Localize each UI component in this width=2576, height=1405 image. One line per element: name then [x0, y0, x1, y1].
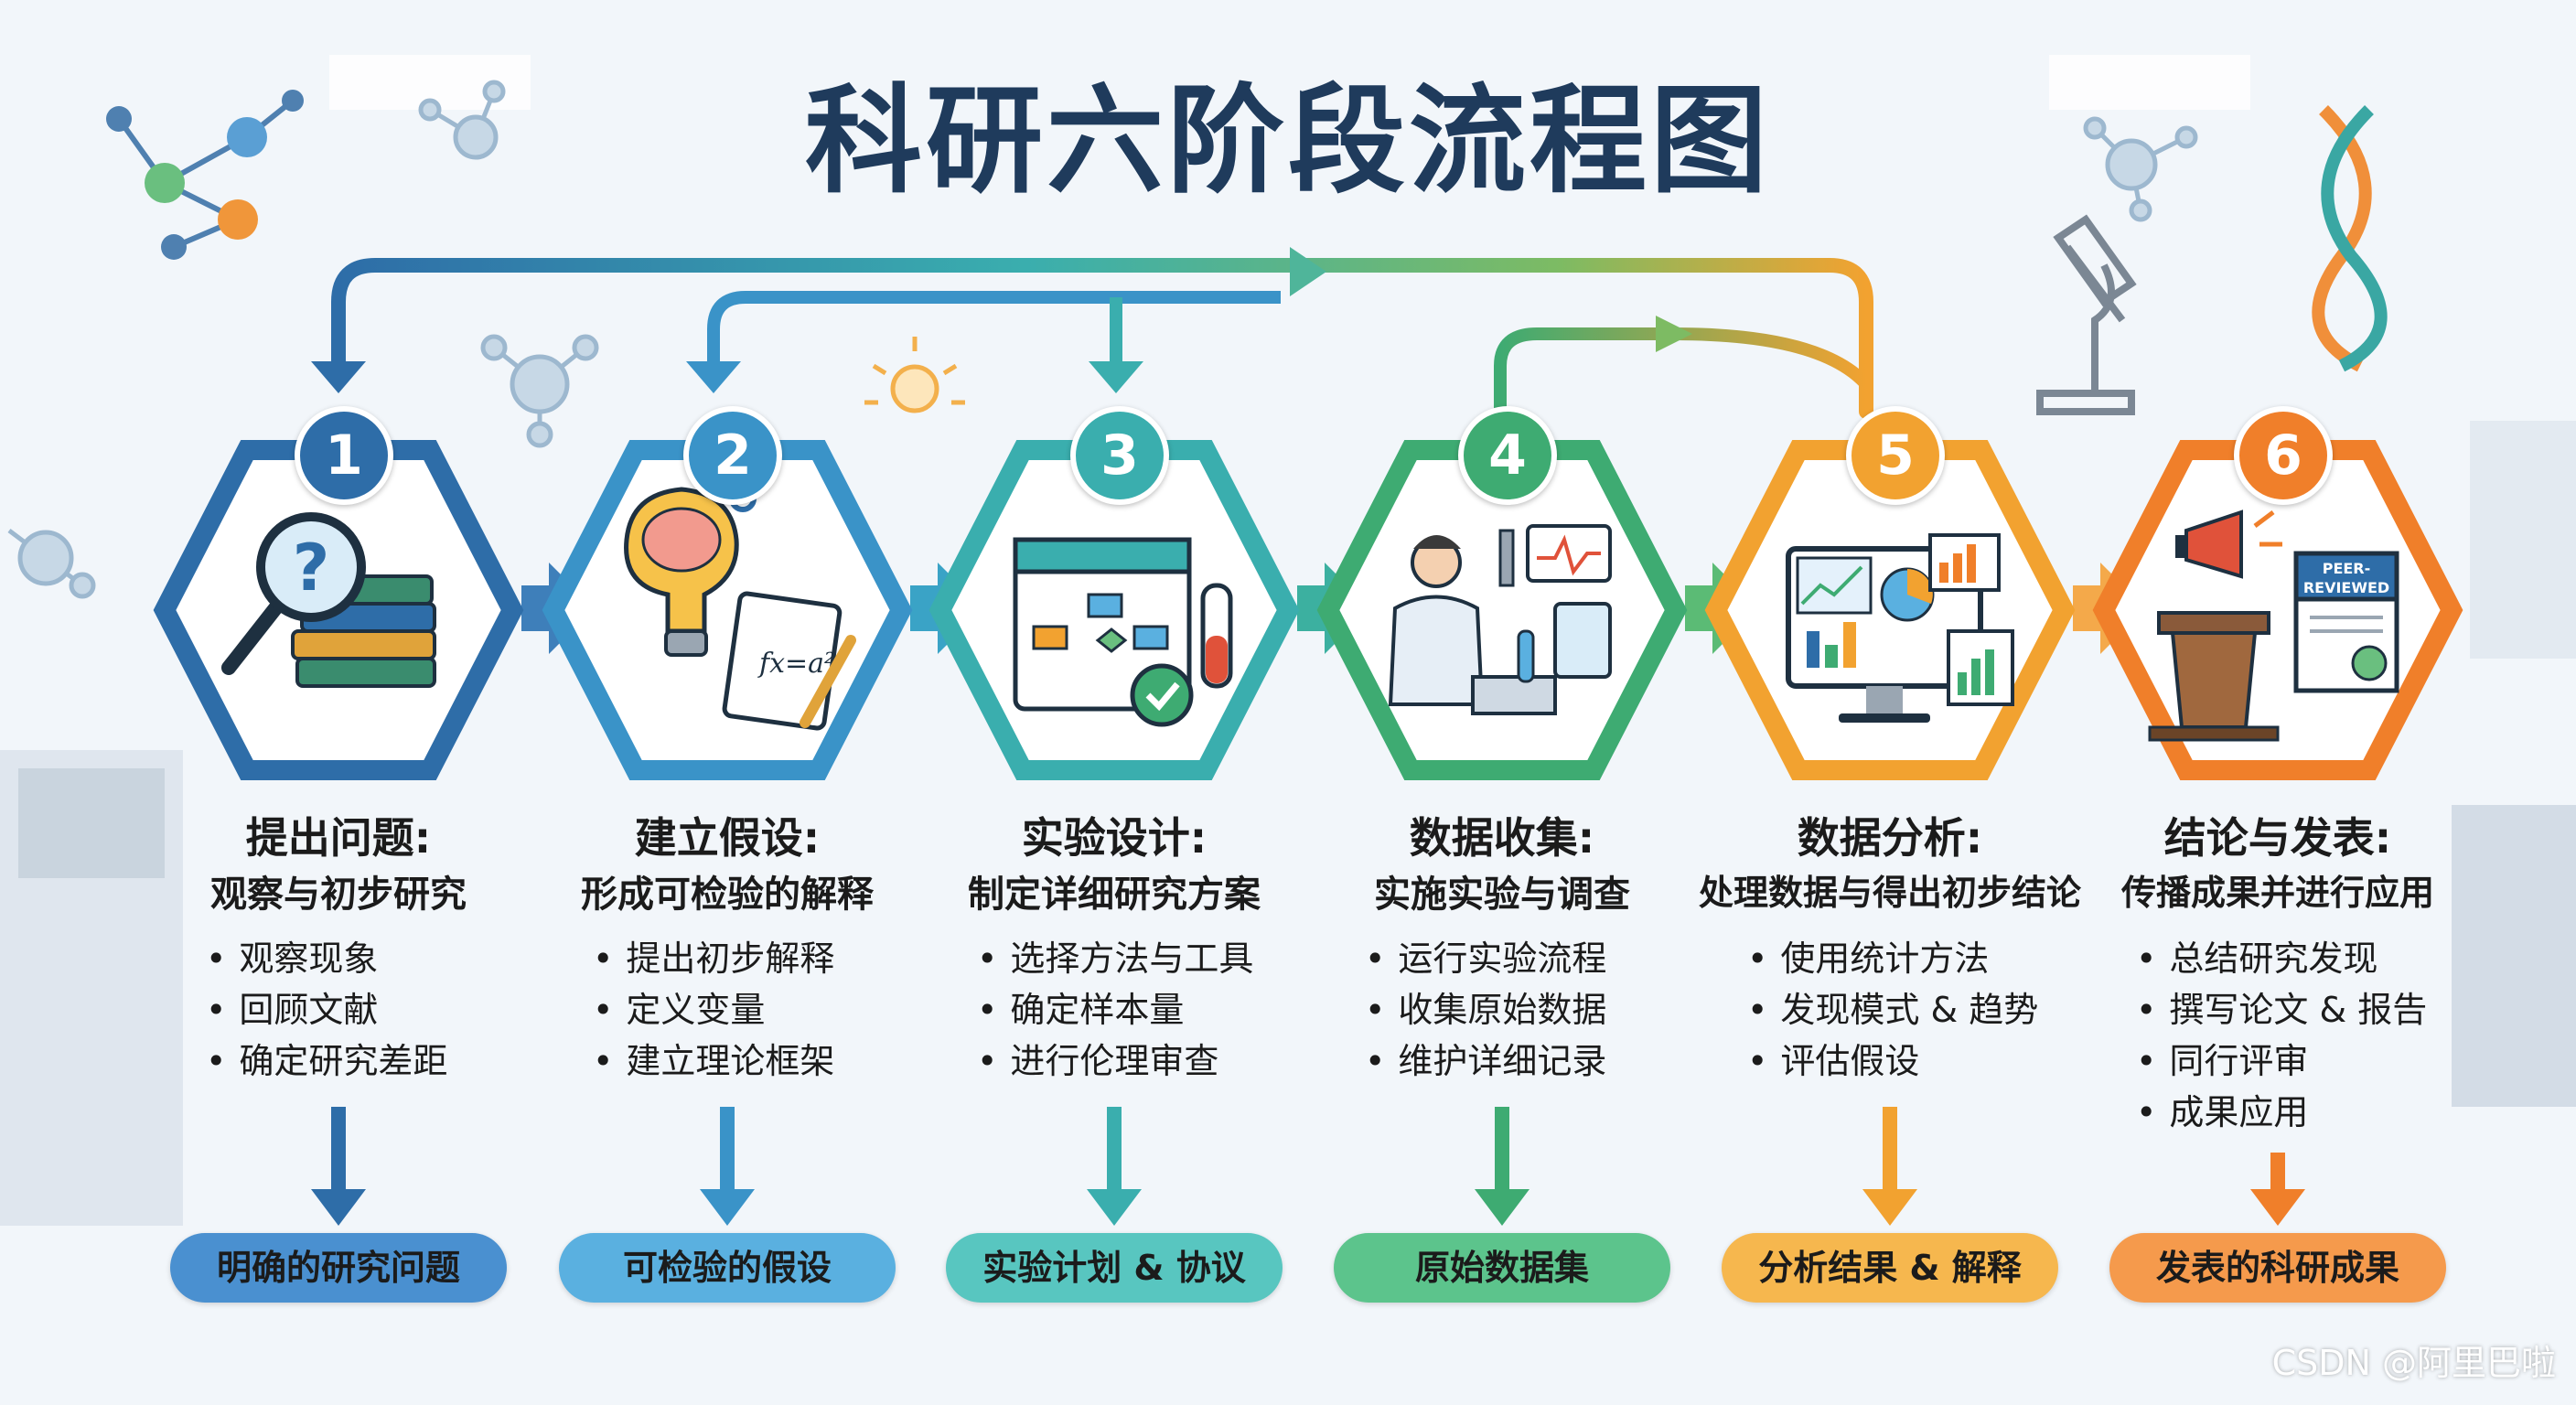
- stage-title-4: 数据收集:: [1409, 813, 1595, 863]
- feedback-loop-short: [1494, 327, 1872, 412]
- bullet-item: 评估假设: [1747, 1035, 2038, 1087]
- stage-title-6: 结论与发表:: [2163, 813, 2392, 863]
- podium-megaphone-icon: PEER- REVIEWED: [2148, 509, 2399, 742]
- loop-short-arrowhead: [1656, 316, 1692, 352]
- stage-title-2: 建立假设:: [634, 813, 821, 863]
- outcome-pill-2: 可检验的假设: [559, 1233, 896, 1303]
- stage-badge-1: 1: [295, 406, 393, 505]
- stage-bullets-6: 总结研究发现 撰写论文 & 报告 同行评审 成果应用: [2136, 933, 2427, 1138]
- monitor-charts-icon: [1786, 533, 2014, 723]
- stage-subtitle-2: 形成可检验的解释: [581, 874, 874, 916]
- stage-title-5: 数据分析:: [1797, 813, 1983, 863]
- microscope-icon: [2036, 214, 2137, 415]
- stage-badge-2: 2: [683, 406, 782, 505]
- bullet-item: 收集原始数据: [1365, 984, 1606, 1035]
- stage-subtitle-4: 实施实验与调查: [1374, 874, 1630, 916]
- paper-label-line-2: REVIEWED: [2303, 579, 2389, 596]
- svg-text:fx=a²: fx=a²: [757, 648, 835, 680]
- bullet-item: 确定样本量: [977, 984, 1253, 1035]
- paper-label-line-1: PEER-: [2323, 560, 2371, 577]
- stage-bullets-4: 运行实验流程 收集原始数据 维护详细记录: [1365, 933, 1606, 1087]
- outcome-pill-5: 分析结果 & 解释: [1722, 1233, 2058, 1303]
- bullet-item: 维护详细记录: [1365, 1035, 1606, 1087]
- outcome-pill-6: 发表的科研成果: [2109, 1233, 2446, 1303]
- bullet-item: 确定研究差距: [206, 1035, 447, 1087]
- stage-badge-6: 6: [2234, 406, 2333, 505]
- bullet-item: 使用统计方法: [1747, 933, 2038, 984]
- outcome-pill-4: 原始数据集: [1334, 1233, 1670, 1303]
- svg-text:?: ?: [293, 531, 330, 606]
- bullet-item: 提出初步解释: [593, 933, 834, 984]
- stage-subtitle-5: 处理数据与得出初步结论: [1698, 873, 2081, 913]
- bullet-item: 回顾文献: [206, 984, 447, 1035]
- bullet-item: 发现模式 & 趋势: [1747, 984, 2038, 1035]
- stage-bullets-2: 提出初步解释 定义变量 建立理论框架: [593, 933, 834, 1087]
- loop-arrowhead-3: [1089, 361, 1143, 393]
- stage-bullets-5: 使用统计方法 发现模式 & 趋势 评估假设: [1747, 933, 2038, 1087]
- stage-badge-4: 4: [1458, 406, 1557, 505]
- stage-badge-3: 3: [1070, 406, 1169, 505]
- bullet-item: 建立理论框架: [593, 1035, 834, 1087]
- loop-arrowhead-2: [686, 361, 741, 393]
- stage-title-3: 实验设计:: [1021, 813, 1208, 863]
- stage-subtitle-6: 传播成果并进行应用: [2120, 873, 2434, 913]
- loop-arrowhead-top: [1290, 247, 1326, 296]
- bullet-item: 撰写论文 & 报告: [2136, 984, 2427, 1035]
- bullet-item: 成果应用: [2136, 1087, 2427, 1138]
- outcome-pill-3: 实验计划 & 协议: [946, 1233, 1283, 1303]
- watermark: CSDN @阿里巴啦: [2271, 1343, 2556, 1383]
- calendar-flowchart-icon: [1013, 537, 1233, 727]
- lightbulb-icon: [864, 337, 965, 413]
- stage-title-1: 提出问题:: [245, 813, 432, 863]
- down-arrows: [311, 1107, 2305, 1226]
- feedback-loop-main: [331, 258, 1873, 419]
- stage-bullets-3: 选择方法与工具 确定样本量 进行伦理审查: [977, 933, 1253, 1087]
- stage-subtitle-3: 制定详细研究方案: [968, 874, 1261, 916]
- bullet-item: 进行伦理审查: [977, 1035, 1253, 1087]
- bullet-item: 定义变量: [593, 984, 834, 1035]
- magnifier-books-icon: ?: [221, 512, 436, 688]
- stage-subtitle-1: 观察与初步研究: [210, 874, 467, 916]
- scientist-lab-icon: [1388, 524, 1612, 715]
- molecule-icon: [7, 80, 2198, 599]
- outcome-pill-1: 明确的研究问题: [170, 1233, 507, 1303]
- loop-branch-2: [707, 291, 1281, 366]
- stage-badge-5: 5: [1846, 406, 1945, 505]
- bullet-item: 观察现象: [206, 933, 447, 984]
- dna-helix-icon: [2312, 105, 2388, 372]
- bullet-item: 选择方法与工具: [977, 933, 1253, 984]
- loop-arrowhead-1: [311, 361, 366, 393]
- bullet-item: 运行实验流程: [1365, 933, 1606, 984]
- page-title: 科研六阶段流程图: [804, 73, 1771, 209]
- stage-bullets-1: 观察现象 回顾文献 确定研究差距: [206, 933, 447, 1087]
- bullet-item: 同行评审: [2136, 1035, 2427, 1087]
- bullet-item: 总结研究发现: [2136, 933, 2427, 984]
- lightbulb-brain-icon: fx=a²: [624, 485, 856, 731]
